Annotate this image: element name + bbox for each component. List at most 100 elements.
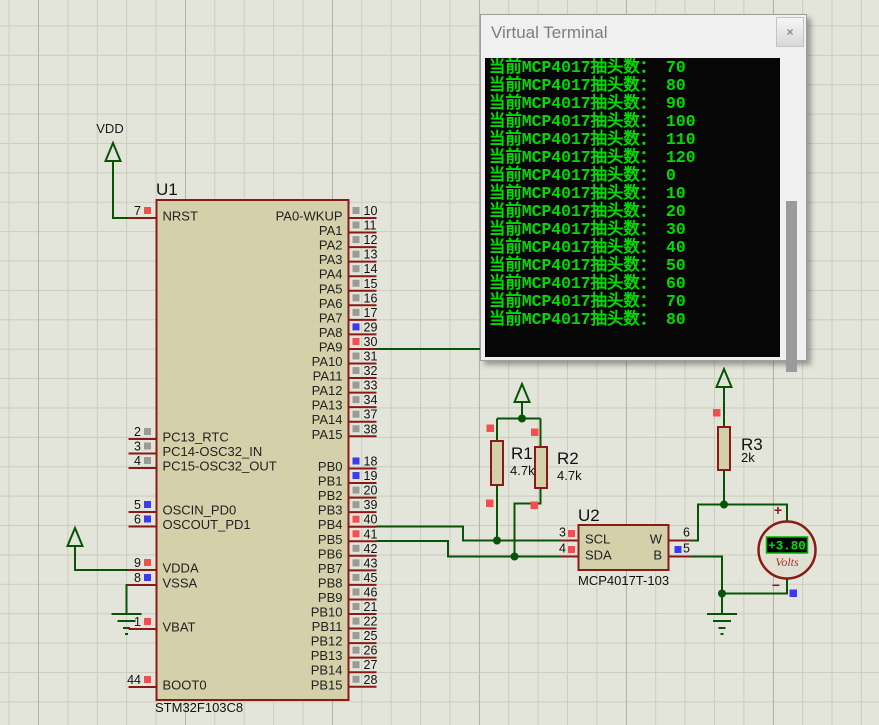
wire-vdd-nrst[interactable]	[112, 161, 129, 219]
wire-vssa-gnd[interactable]	[125, 584, 129, 614]
r1-body[interactable]	[490, 440, 504, 486]
wire-r3-w[interactable]	[690, 503, 725, 542]
u2-pin-5[interactable]: 5B	[653, 542, 691, 563]
wire-pb4-scl[interactable]	[376, 525, 561, 542]
pin-state-indicator	[352, 559, 360, 567]
u1-pin-29[interactable]: 29 PA8	[319, 320, 378, 340]
pin-number: 2	[134, 425, 141, 439]
voltmeter-minus: −	[772, 577, 780, 593]
u2-part: MCP4017T-103	[578, 573, 669, 588]
r3-body[interactable]	[717, 426, 731, 471]
pin-name: PB14	[311, 663, 343, 678]
power-arrow-icon[interactable]	[104, 140, 122, 162]
terminal-line: 当前MCP4017抽头数： 120	[489, 148, 696, 167]
terminal-state-indicator	[789, 589, 797, 597]
pin-state-indicator	[352, 265, 360, 273]
terminal-scrollbar[interactable]	[780, 58, 806, 372]
pin-number: 6	[134, 513, 141, 527]
pin-number: 29	[364, 320, 378, 334]
power-arrow-icon[interactable]	[715, 366, 733, 388]
scrollbar-thumb[interactable]	[786, 201, 797, 372]
close-button[interactable]: ×	[776, 17, 804, 47]
junction-dot	[720, 500, 728, 509]
u2-body[interactable]	[577, 524, 670, 571]
power-arrow-icon[interactable]	[66, 525, 84, 547]
pin-name: PB3	[318, 503, 343, 518]
terminal-state-indicator	[486, 499, 494, 507]
terminal-line: 当前MCP4017抽头数： 50	[489, 256, 686, 275]
terminal-state-indicator	[530, 501, 538, 509]
pin-number: 5	[683, 542, 690, 556]
wire-r2-bottom[interactable]	[513, 488, 542, 557]
terminal-line: 当前MCP4017抽头数： 60	[489, 274, 686, 293]
pin-number: 15	[364, 277, 378, 291]
wire-vdda[interactable]	[74, 546, 129, 571]
u2-pin-6[interactable]: 6W	[650, 526, 691, 547]
wire-pb5-sda[interactable]	[376, 540, 561, 558]
pin-state-indicator	[352, 457, 360, 465]
u1-body[interactable]	[155, 199, 350, 701]
power-symbols	[66, 140, 733, 547]
voltmeter-reading: +3.80	[768, 540, 806, 554]
power-arrow-icon[interactable]	[513, 381, 531, 403]
pin-state-indicator	[352, 501, 360, 509]
terminal-state-indicator	[531, 428, 539, 436]
pin-state-indicator	[144, 559, 151, 566]
pin-state-indicator	[352, 646, 360, 654]
ground-icon[interactable]	[707, 613, 737, 635]
pin-name: PA8	[319, 325, 343, 340]
r2-body[interactable]	[534, 446, 548, 489]
pin-number: 7	[134, 204, 141, 218]
pin-name: PA11	[313, 369, 343, 384]
pin-name: B	[653, 548, 662, 563]
pin-number: 34	[364, 393, 378, 407]
wire-r3-meter-plus[interactable]	[724, 503, 788, 522]
